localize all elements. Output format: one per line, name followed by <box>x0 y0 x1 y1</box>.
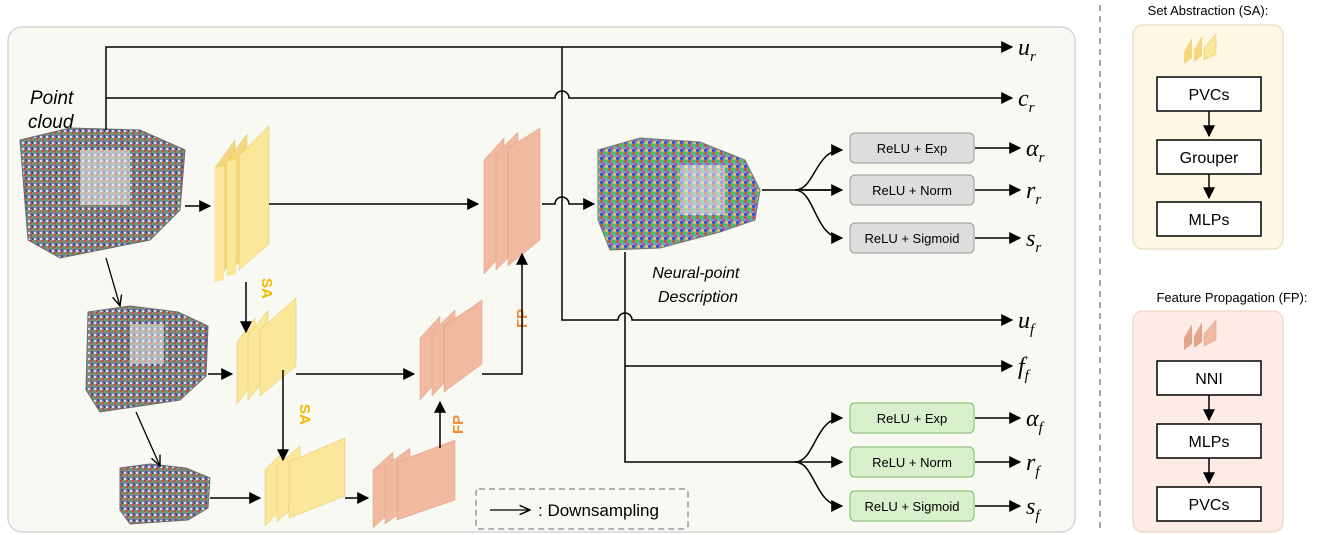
output-c-r: cr <box>1018 86 1035 116</box>
heads-f: ReLU + Exp ReLU + Norm ReLU + Sigmoid <box>849 402 975 522</box>
head-r-norm-label: ReLU + Norm <box>872 183 952 198</box>
fp-panel-title: Feature Propagation (FP): <box>1156 290 1307 305</box>
output-s-f: sf <box>1026 494 1041 524</box>
output-s-r: sr <box>1026 226 1041 256</box>
output-u-f: uf <box>1018 308 1036 338</box>
head-f-norm-label: ReLU + Norm <box>872 455 952 470</box>
fp-panel-icon <box>1184 319 1217 350</box>
point-cloud-label: Point cloud <box>28 88 79 133</box>
output-alpha-f: αf <box>1026 406 1045 436</box>
sa-block-1: PVCs <box>1189 87 1230 104</box>
sa-label-2: SA <box>296 404 313 425</box>
head-r-exp-label: ReLU + Exp <box>877 141 947 156</box>
head-f-exp-box <box>849 402 975 434</box>
connections <box>105 41 1022 512</box>
sa-block-2: Grouper <box>1180 150 1239 167</box>
fp-label-1: FP <box>450 415 467 434</box>
head-r-exp-box <box>849 132 975 164</box>
sa-panel-title: Set Abstraction (SA): <box>1148 3 1269 18</box>
output-u-r: ur <box>1018 35 1036 65</box>
point-cloud-small <box>119 463 211 525</box>
head-f-exp-label: ReLU + Exp <box>877 411 947 426</box>
sa-panel-icon <box>1184 33 1217 64</box>
fp-panel-blocks: NNI MLPs PVCs <box>1156 360 1262 522</box>
output-r-f: rf <box>1026 450 1041 480</box>
fp-stack-2 <box>419 299 483 401</box>
output-alpha-r: αr <box>1026 136 1045 166</box>
sa-block-3: MLPs <box>1189 212 1230 229</box>
sa-stack-1 <box>214 125 270 283</box>
sa-stack-2 <box>236 297 297 405</box>
main-panel <box>7 26 1076 533</box>
downsampling-legend: : Downsampling <box>475 488 689 530</box>
head-r-sigmoid-label: ReLU + Sigmoid <box>864 231 959 246</box>
head-f-sigmoid-box <box>849 490 975 522</box>
downsampling-arrows <box>105 257 160 466</box>
fp-stack-1 <box>372 439 456 529</box>
head-r-sigmoid-box <box>849 222 975 254</box>
sa-panel-blocks: PVCs Grouper MLPs <box>1156 76 1262 237</box>
head-f-sigmoid-label: ReLU + Sigmoid <box>864 499 959 514</box>
fp-block-2: MLPs <box>1189 434 1230 451</box>
sa-label-1: SA <box>258 278 275 299</box>
head-r-norm-box <box>849 174 975 206</box>
output-symbols: ur cr αr rr sr uf ff αf rf sf <box>1018 35 1045 524</box>
point-cloud-medium <box>85 305 209 413</box>
output-r-r: rr <box>1026 178 1041 208</box>
legend-downsampling-text: : Downsampling <box>538 501 659 520</box>
fp-block-3: PVCs <box>1189 497 1230 514</box>
fp-stack-3 <box>483 127 541 275</box>
neural-point-cloud <box>597 137 761 251</box>
point-cloud-large <box>19 127 186 259</box>
fp-block-1: NNI <box>1195 371 1223 388</box>
heads-r: ReLU + Exp ReLU + Norm ReLU + Sigmoid <box>849 132 975 254</box>
head-f-norm-box <box>849 446 975 478</box>
output-f-f: ff <box>1018 354 1031 384</box>
neural-point-label: Neural-point Description <box>652 265 744 306</box>
